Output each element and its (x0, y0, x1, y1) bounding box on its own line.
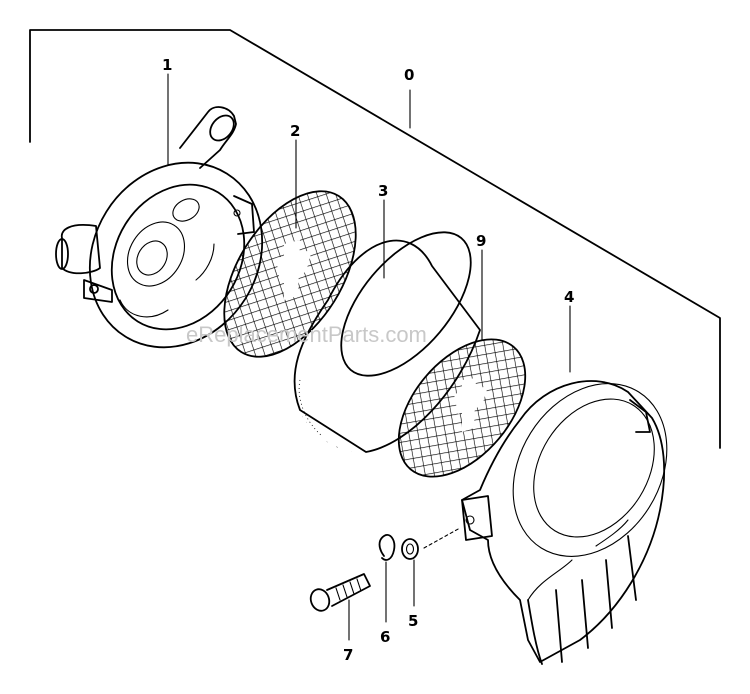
part-5-washer (401, 538, 419, 560)
watermark: eReplacementParts.com (186, 322, 427, 347)
callout-6: 6 (380, 628, 390, 646)
part-4-cover (461, 380, 668, 665)
part-2-screen (223, 190, 357, 358)
callout-1: 1 (162, 56, 172, 74)
callout-3: 3 (378, 182, 388, 200)
callout-0: 0 (404, 66, 414, 84)
part-7-screw (309, 573, 371, 612)
callout-5: 5 (408, 612, 418, 630)
assembly-bracket (29, 29, 721, 449)
callout-4: 4 (564, 288, 574, 306)
part-6-lockwasher (378, 534, 396, 561)
leader-lines (167, 73, 571, 641)
callout-9: 9 (476, 232, 486, 250)
callout-2: 2 (290, 122, 300, 140)
callout-7: 7 (343, 646, 353, 664)
part-9-screen (397, 338, 527, 478)
